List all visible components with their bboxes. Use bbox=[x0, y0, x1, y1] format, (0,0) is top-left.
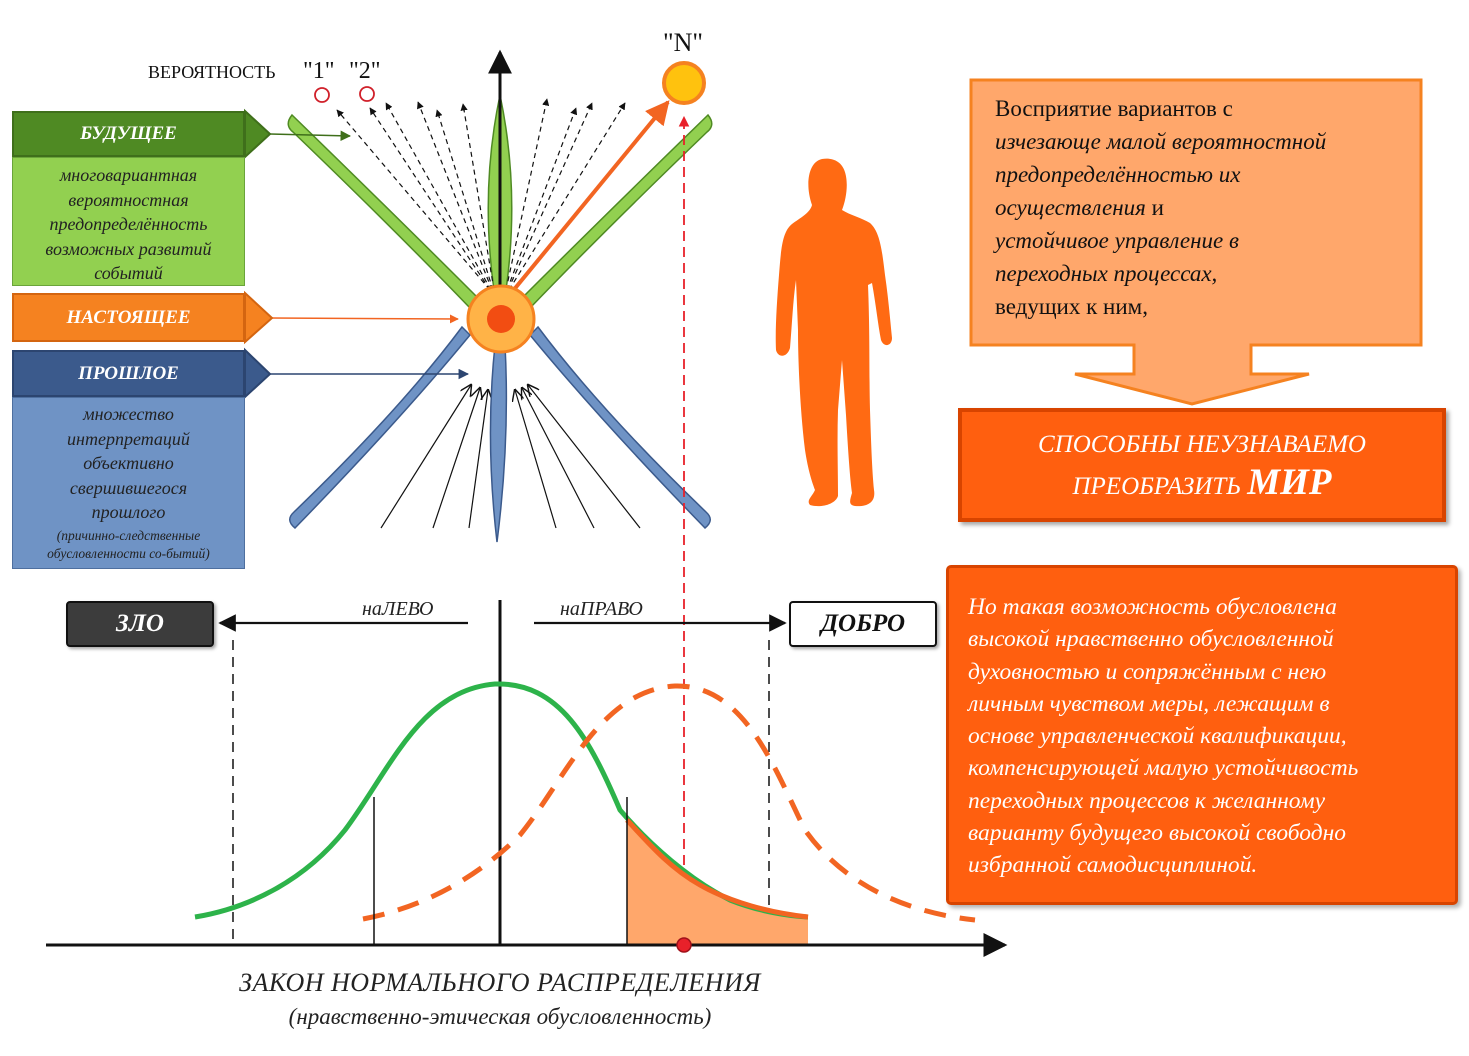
perception-line: осуществления и bbox=[995, 191, 1420, 224]
perception-span: и bbox=[1145, 195, 1164, 220]
perception-line: переходных процессах, bbox=[995, 261, 1218, 286]
past-description: множество интерпретаций объективно сверш… bbox=[12, 397, 245, 569]
result-big-word: МИР bbox=[1247, 462, 1332, 503]
result-line: ПРЕОБРАЗИТЬ МИР bbox=[962, 464, 1442, 506]
present-connector bbox=[269, 314, 459, 324]
evil-box: ЗЛО bbox=[66, 601, 214, 647]
past-line: объективно bbox=[83, 453, 174, 473]
past-line: свершившегося bbox=[69, 477, 188, 498]
perception-line: ведущих к ним, bbox=[995, 294, 1148, 319]
perception-span: осуществления bbox=[995, 195, 1146, 220]
future-label: БУДУЩЕЕ bbox=[12, 111, 245, 157]
past-small-note: (причинно-следственные обусловленности с… bbox=[13, 527, 244, 563]
shaded-tail-area bbox=[627, 820, 808, 945]
good-box: ДОБРО bbox=[789, 601, 937, 647]
left-direction-label: наЛЕВО bbox=[362, 598, 434, 620]
result-line: СПОСОБНЫ НЕУЗНАВАЕМО bbox=[1038, 431, 1366, 458]
orange-tail-curve bbox=[625, 818, 809, 920]
present-center-inner bbox=[487, 305, 515, 333]
past-convergence-lines bbox=[380, 385, 641, 529]
probability-1-circle bbox=[314, 87, 330, 103]
past-line: прошлого bbox=[91, 502, 166, 522]
future-description: многовариантная вероятностная предопреде… bbox=[12, 157, 245, 286]
future-line: вероятностная bbox=[68, 189, 189, 210]
condition-box: Но такая возможность обусловлена высокой… bbox=[946, 565, 1458, 905]
future-connector bbox=[269, 130, 352, 142]
probability-2-label: "2" bbox=[349, 58, 381, 84]
future-line: многовариантная bbox=[59, 165, 198, 185]
caption-subtitle: (нравственно-этическая обусловленность) bbox=[288, 1004, 712, 1029]
person-silhouette-icon bbox=[775, 158, 892, 507]
caption-title: ЗАКОН НОРМАЛЬНОГО РАСПРЕДЕЛЕНИЯ bbox=[239, 968, 761, 997]
transform-world-box: СПОСОБНЫ НЕУЗНАВАЕМО ПРЕОБРАЗИТЬ МИР bbox=[958, 408, 1446, 522]
past-line: множество bbox=[83, 404, 174, 424]
present-tab-tip bbox=[244, 290, 274, 345]
past-line: интерпретаций bbox=[67, 428, 190, 449]
condition-line: основе управленческой квалификации, bbox=[968, 723, 1347, 750]
perception-line: изчезающе малой вероятностной bbox=[995, 129, 1327, 154]
condition-line: высокой нравственно обусловленной bbox=[968, 626, 1334, 653]
condition-line: духовностью и сопряжённым с нею bbox=[968, 658, 1327, 685]
condition-line: личным чувством меры, лежащим в bbox=[968, 690, 1330, 717]
future-tab-tip bbox=[244, 108, 272, 160]
condition-line: избранной самодисциплиной. bbox=[968, 852, 1258, 879]
perception-text: Восприятие вариантов с изчезающе малой в… bbox=[995, 92, 1420, 323]
orange-dashed-curve bbox=[362, 683, 976, 923]
probability-label: ВЕРОЯТНОСТЬ bbox=[148, 62, 276, 82]
future-line: событий bbox=[94, 263, 163, 283]
perception-line: устойчивое управление в bbox=[995, 228, 1239, 253]
condition-line: компенсирующей малую устойчивость bbox=[968, 755, 1359, 782]
past-label: ПРОШЛОЕ bbox=[12, 350, 245, 397]
orange-arrow-to-n bbox=[510, 100, 670, 294]
target-n-sun bbox=[662, 61, 706, 105]
condition-line: Но такая возможность обусловлена bbox=[968, 594, 1337, 620]
perception-callout bbox=[969, 78, 1423, 406]
perception-line: Восприятие вариантов с bbox=[995, 96, 1233, 121]
condition-line: варианту будущего высокой свободно bbox=[968, 820, 1347, 847]
right-direction-label: наПРАВО bbox=[560, 598, 643, 620]
perception-line: предопределённостью их bbox=[995, 162, 1241, 187]
probability-1-label: "1" bbox=[303, 58, 335, 84]
red-dot-marker bbox=[676, 937, 692, 953]
future-line: предопределённость bbox=[49, 214, 208, 234]
past-petals bbox=[289, 325, 711, 543]
result-span: ПРЕОБРАЗИТЬ bbox=[1072, 473, 1248, 500]
present-label: НАСТОЯЩЕЕ bbox=[12, 293, 245, 342]
future-line: возможных развитий bbox=[45, 238, 212, 259]
future-fan-arrows bbox=[336, 98, 626, 291]
probability-2-circle bbox=[359, 86, 375, 102]
probability-n-label: "N" bbox=[663, 28, 704, 57]
past-small-line: обусловленности со-бытий) bbox=[47, 545, 210, 561]
past-small-line: (причинно-следственные bbox=[56, 527, 201, 543]
condition-line: переходных процессов к желанному bbox=[968, 787, 1326, 814]
past-tab-tip bbox=[244, 347, 272, 400]
